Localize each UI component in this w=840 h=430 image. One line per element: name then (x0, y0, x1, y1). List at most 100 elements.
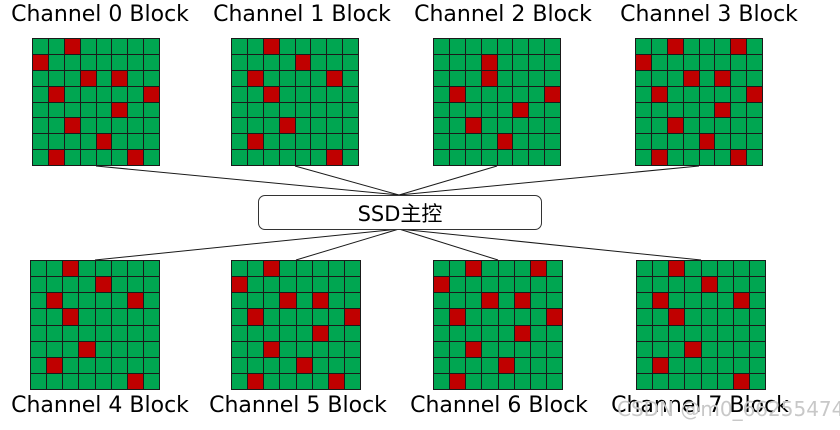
good-block-cell (128, 54, 144, 70)
good-block-cell (546, 357, 562, 373)
good-block-cell (111, 373, 127, 389)
good-block-cell (232, 39, 247, 54)
good-block-cell (482, 341, 498, 357)
good-block-cell (248, 325, 264, 341)
good-block-cell (733, 341, 749, 357)
good-block-cell (79, 261, 95, 277)
bad-block-cell (144, 86, 159, 102)
good-block-cell (143, 341, 159, 357)
bad-block-cell (466, 341, 482, 357)
good-block-cell (264, 357, 280, 373)
good-block-cell (434, 341, 450, 357)
good-block-cell (701, 357, 717, 373)
good-block-cell (637, 373, 653, 389)
good-block-cell (434, 134, 449, 150)
good-block-cell (465, 150, 481, 165)
good-block-cell (653, 261, 669, 277)
good-block-cell (343, 150, 358, 165)
good-block-cell (481, 102, 497, 118)
good-block-cell (636, 70, 651, 86)
good-block-cell (344, 277, 360, 293)
good-block-cell (651, 54, 667, 70)
good-block-cell (669, 277, 685, 293)
bad-block-cell (466, 261, 482, 277)
good-block-cell (481, 150, 497, 165)
good-block-cell (327, 39, 343, 54)
good-block-cell (529, 150, 545, 165)
good-block-cell (449, 134, 465, 150)
good-block-cell (450, 325, 466, 341)
good-block-cell (637, 293, 653, 309)
good-block-cell (545, 134, 560, 150)
good-block-cell (143, 357, 159, 373)
good-block-cell (96, 39, 112, 54)
good-block-cell (434, 373, 450, 389)
good-block-cell (328, 293, 344, 309)
channel-0-label: Channel 0 Block (11, 2, 189, 27)
good-block-cell (295, 118, 311, 134)
bad-block-cell (482, 293, 498, 309)
bad-block-cell (112, 70, 128, 86)
good-block-cell (143, 373, 159, 389)
bad-block-cell (653, 357, 669, 373)
bad-block-cell (481, 70, 497, 86)
good-block-cell (328, 277, 344, 293)
good-block-cell (731, 118, 747, 134)
good-block-cell (295, 39, 311, 54)
good-block-cell (248, 341, 264, 357)
good-block-cell (47, 261, 63, 277)
good-block-cell (685, 309, 701, 325)
good-block-cell (296, 277, 312, 293)
good-block-cell (465, 102, 481, 118)
good-block-cell (465, 134, 481, 150)
good-block-cell (717, 293, 733, 309)
good-block-cell (247, 54, 263, 70)
good-block-cell (434, 261, 450, 277)
good-block-cell (111, 293, 127, 309)
good-block-cell (327, 118, 343, 134)
good-block-cell (450, 293, 466, 309)
good-block-cell (733, 277, 749, 293)
channel-0-connection-line (95, 165, 400, 196)
channel-1-label: Channel 1 Block (213, 2, 391, 27)
bad-block-cell (312, 293, 328, 309)
good-block-cell (683, 86, 699, 102)
good-block-cell (715, 54, 731, 70)
good-block-cell (295, 102, 311, 118)
good-block-cell (247, 102, 263, 118)
good-block-cell (344, 341, 360, 357)
good-block-cell (747, 70, 762, 86)
channel-4-label: Channel 4 Block (11, 393, 189, 418)
good-block-cell (749, 293, 765, 309)
good-block-cell (112, 134, 128, 150)
bad-block-cell (80, 70, 96, 86)
good-block-cell (733, 309, 749, 325)
good-block-cell (637, 309, 653, 325)
good-block-cell (232, 373, 248, 389)
good-block-cell (312, 373, 328, 389)
bad-block-cell (450, 373, 466, 389)
good-block-cell (731, 70, 747, 86)
good-block-cell (653, 309, 669, 325)
good-block-cell (749, 309, 765, 325)
good-block-cell (80, 39, 96, 54)
good-block-cell (48, 39, 64, 54)
good-block-cell (344, 325, 360, 341)
good-block-cell (280, 341, 296, 357)
good-block-cell (232, 118, 247, 134)
good-block-cell (96, 70, 112, 86)
good-block-cell (143, 325, 159, 341)
good-block-cell (529, 39, 545, 54)
good-block-cell (64, 86, 80, 102)
good-block-cell (683, 150, 699, 165)
good-block-cell (247, 86, 263, 102)
good-block-cell (263, 118, 279, 134)
good-block-cell (699, 70, 715, 86)
good-block-cell (731, 134, 747, 150)
good-block-cell (545, 70, 560, 86)
bad-block-cell (731, 39, 747, 54)
bad-block-cell (514, 293, 530, 309)
good-block-cell (637, 325, 653, 341)
good-block-cell (481, 118, 497, 134)
